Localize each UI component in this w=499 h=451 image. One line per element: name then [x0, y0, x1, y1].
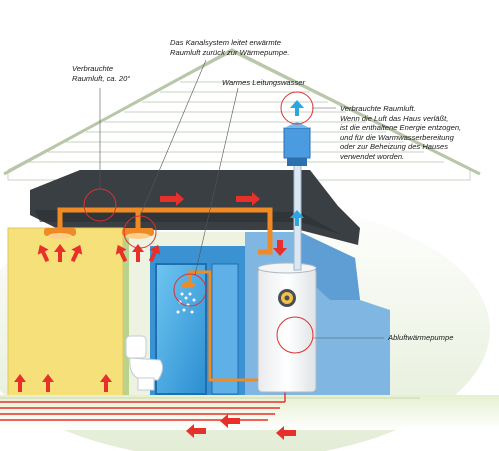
exhaust-fan-box — [283, 122, 311, 166]
label-line: Abluftwärmepumpe — [388, 333, 454, 342]
roof-gable — [3, 48, 481, 181]
label-used-air-exit: Verbrauchte Raumluft. Wenn die Luft das … — [340, 104, 461, 162]
label-line: Warmes Leitungswasser — [222, 78, 306, 87]
label-used-air-room: Verbrauchte Raumluft, ca. 20° — [72, 64, 130, 83]
callout-circle-shower — [173, 273, 207, 307]
ceiling-vent-left — [44, 228, 76, 239]
leader-lines — [99, 59, 384, 339]
shower-head — [176, 282, 196, 314]
label-line: ist die enthaltene Energie entzogen, — [340, 123, 462, 133]
label-heat-pump: Abluftwärmepumpe — [388, 333, 453, 343]
callout-circle-pump — [276, 316, 314, 354]
label-line: Verbrauchte Raumluft. — [340, 104, 416, 113]
label-line: Raumluft zurück zur Wärmepumpe. — [170, 47, 290, 57]
air-duct-system — [57, 207, 273, 255]
shower-cabin — [155, 263, 207, 395]
label-line: Verbrauchte — [72, 64, 114, 73]
toilet — [125, 335, 164, 391]
label-line: Das Kanalsystem leitet erwärmte — [170, 38, 281, 47]
exhaust-arrows — [290, 100, 304, 226]
label-line: Raumluft, ca. 20° — [72, 73, 131, 83]
label-line: verwendet worden. — [340, 151, 405, 161]
floor — [0, 395, 499, 430]
label-line: Wenn die Luft das Haus verläßt, — [340, 113, 449, 123]
hot-water-pipe — [188, 270, 258, 382]
label-line: und für die Warmwasserbereitung — [340, 132, 454, 142]
air-flow-arrows — [14, 192, 296, 440]
heat-pump-unit — [257, 262, 317, 393]
ceiling-vent-middle — [122, 228, 154, 239]
label-warm-water: Warmes Leitungswasser — [222, 78, 305, 88]
label-duct-system: Das Kanalsystem leitet erwärmte Raumluft… — [170, 38, 289, 57]
label-line: oder zur Beheizung des Hauses — [340, 142, 449, 152]
